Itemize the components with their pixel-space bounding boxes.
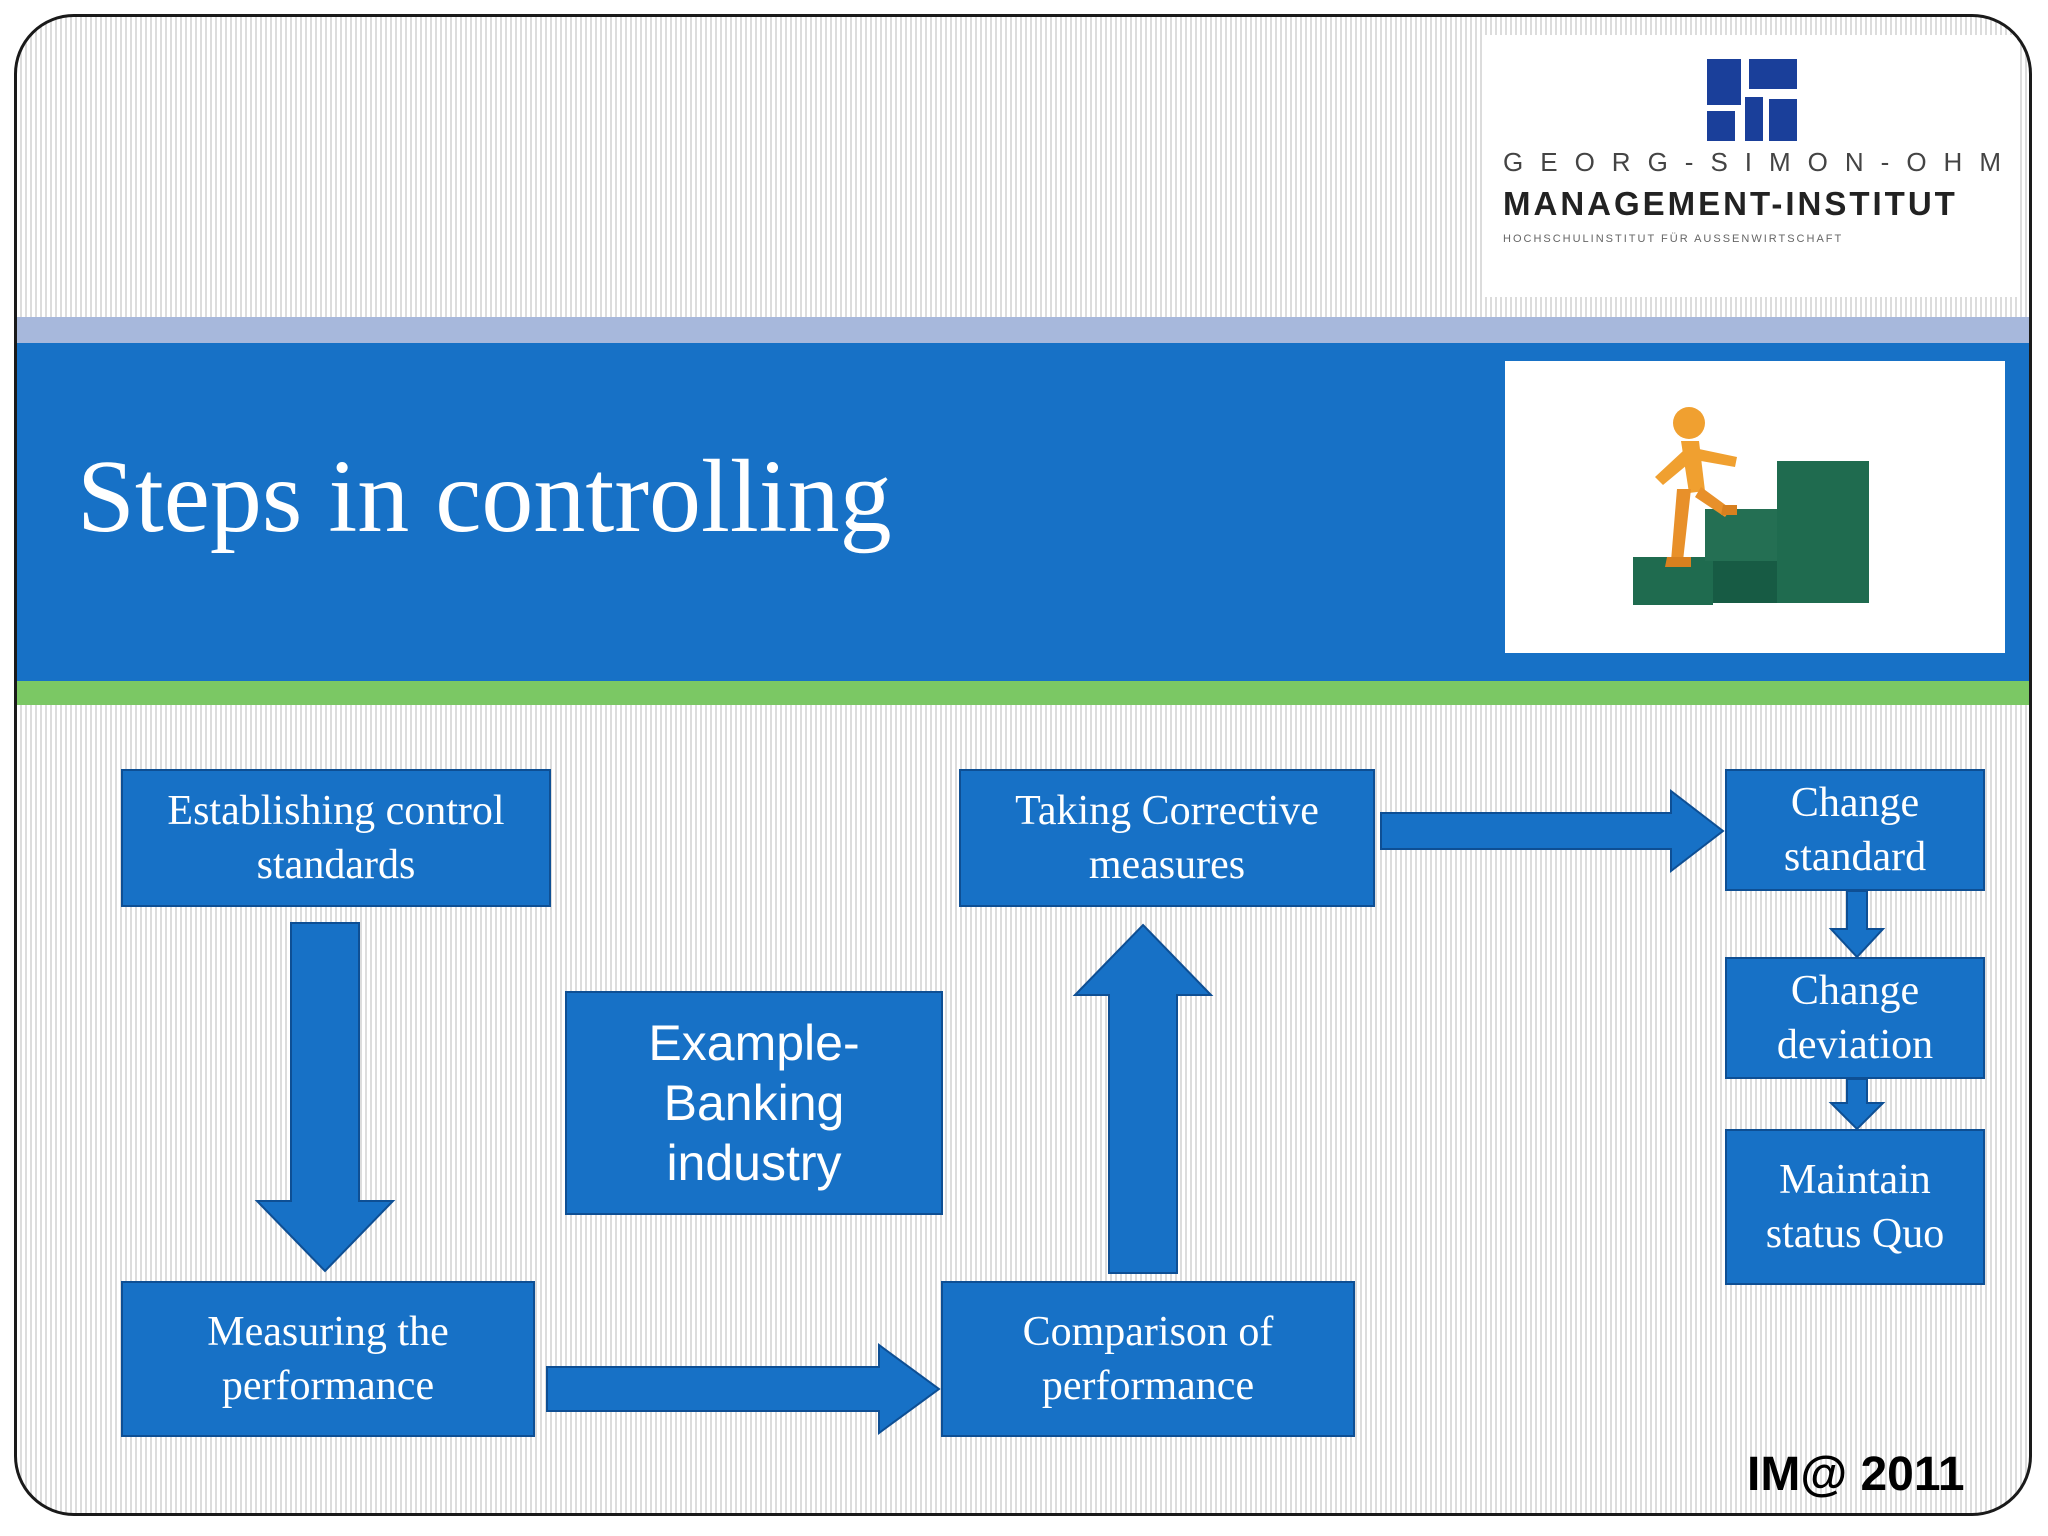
box-establishing-standards: Establishing control standards [121,769,551,907]
arrow-right-top-icon [1380,788,1725,874]
climbing-stairs-icon [1633,407,1869,605]
box-example-banking: Example-Banking industry [565,991,943,1215]
box-change-deviation: Change deviation [1725,957,1985,1079]
footer-copyright: IM@ 2011 [1747,1448,1965,1501]
header-band-top [17,317,2029,343]
box-measuring-performance: Measuring the performance [121,1281,535,1437]
box-change-standard: Change standard [1725,769,1985,891]
arrow-small-down-icon [1828,1078,1886,1131]
logo-text-name: GEORG-SIMON-OHM [1503,147,2018,177]
institute-logo: GEORG-SIMON-OHM MANAGEMENT-INSTITUT HOCH… [1485,35,2017,297]
arrow-small-down-icon [1828,890,1886,959]
box-comparison-performance: Comparison of performance [941,1281,1355,1437]
slide: GEORG-SIMON-OHM MANAGEMENT-INSTITUT HOCH… [14,14,2032,1516]
logo-text-subtitle: HOCHSCHULINSTITUT FÜR AUSSENWIRTSCHAFT [1503,233,1844,245]
arrow-right-icon [546,1343,941,1435]
box-maintain-status-quo: Maintain status Quo [1725,1129,1985,1285]
logo-text-institute: MANAGEMENT-INSTITUT [1503,185,1958,222]
arrow-down-icon [254,922,396,1273]
slide-title: Steps in controlling [77,439,892,554]
arrow-up-icon [1072,923,1214,1274]
logo-emblem-icon [1707,59,1797,141]
stairs-illustration [1505,361,2005,653]
header-band-bottom [17,681,2029,705]
box-taking-corrective-measures: Taking Corrective measures [959,769,1375,907]
